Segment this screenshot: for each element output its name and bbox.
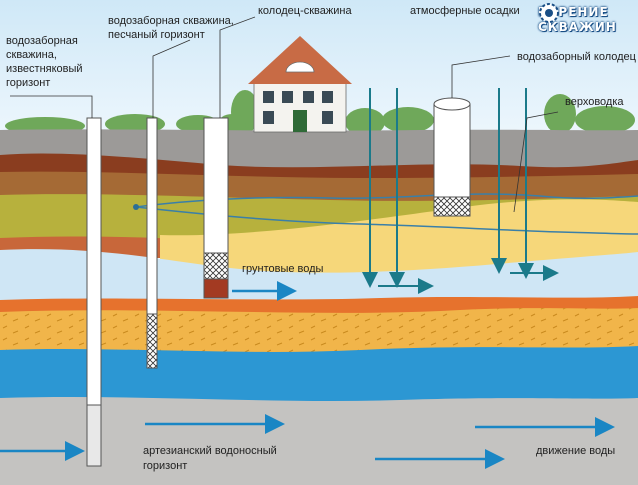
layer-bedrock-gray: [0, 397, 638, 485]
precipitation-arrows: [362, 88, 534, 288]
well-limestone: [86, 117, 102, 467]
logo-text-2: СКВАЖИН: [538, 20, 617, 34]
label-artesian: артезианский водоносный: [143, 445, 277, 457]
well-borehole: [203, 117, 229, 299]
label-well-limestone: водозаборная: [6, 35, 78, 47]
water-table-marker: [133, 204, 139, 210]
label-well-borehole: колодец-скважина: [258, 5, 352, 17]
house: [248, 36, 352, 133]
layer-artesian-blue: [0, 346, 638, 412]
drill-gear-icon: [539, 3, 559, 23]
label-dug-well: водозаборный колодец: [517, 51, 636, 63]
label-precipitation: атмосферные осадки: [410, 5, 520, 17]
well-sand-horizon: [146, 117, 158, 369]
label-water-movement: движение воды: [536, 445, 616, 457]
logo: БУРЕНИЕ СКВАЖИН: [538, 2, 632, 38]
label-well-sand-2: песчаный горизонт: [108, 29, 205, 41]
label-well-sand: водозаборная скважина,: [108, 15, 234, 27]
dug-well: [433, 97, 471, 217]
label-perched-water: верховодка: [565, 96, 624, 108]
label-well-limestone-2: скважина,: [6, 49, 57, 61]
label-well-limestone-3: известняковый: [6, 63, 83, 75]
label-well-limestone-4: горизонт: [6, 77, 51, 89]
label-artesian-2: горизонт: [143, 460, 188, 472]
leader-lines: [10, 16, 559, 213]
label-groundwater: грунтовые воды: [242, 263, 324, 275]
flow-arrows: [0, 281, 615, 469]
layer-blue-light: [0, 249, 638, 305]
